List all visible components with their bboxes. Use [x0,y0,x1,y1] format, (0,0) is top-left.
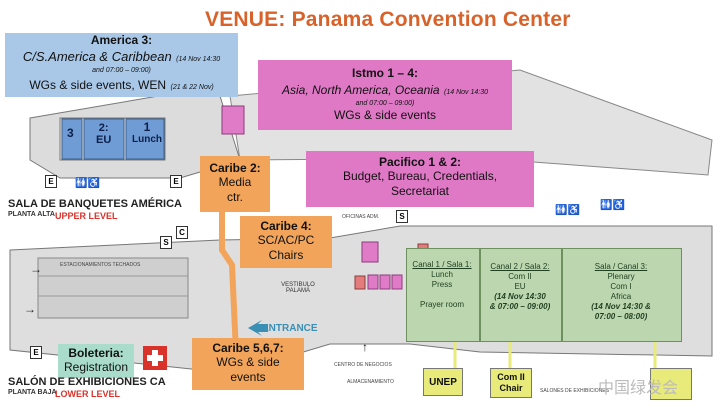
callout-america-3[interactable]: America 3: C/S.America & Caribbean (14 N… [5,33,238,97]
tag-com-ii-chair[interactable]: Com II Chair [490,368,532,398]
restroom-icon-2: 🚻♿ [555,205,580,216]
canal-1-label: Canal 1 / Sala 1: Lunch Press Prayer roo… [412,260,472,309]
tag-yellow-right[interactable] [650,368,692,400]
oficinas-label: OFICINAS ADM. [342,214,380,220]
salones-label: SALONES DE EXHIBICIONES [540,388,609,394]
elevator-marker-1: E [45,175,57,188]
elevator-marker-3: E [30,346,42,359]
callout-pacifico[interactable]: Pacifico 1 & 2: Budget, Bureau, Credenti… [306,151,534,207]
lower-level-label: LOWER LEVEL [55,389,120,399]
venue-title: VENUE: Panama Convention Center [205,8,571,31]
watermark: 中国绿发会 [598,380,679,397]
arrow-right-icon-2: → [30,262,42,276]
callout-caribe-2[interactable]: Caribe 2: Media ctr. [200,156,270,212]
room-2-label: 2:EU [96,122,112,146]
callout-caribe-4[interactable]: Caribe 4: SC/AC/PC Chairs [240,216,332,268]
canal-2-hall[interactable] [480,248,562,342]
almacenamiento-label: ALMACENAMIENTO [347,379,394,385]
callout-caribe-567[interactable]: Caribe 5,6,7: WGs & side events [192,338,304,390]
canal-3-hall[interactable] [562,248,682,342]
vestibulo-label: VESTIBULO PALAMÁ [281,282,315,294]
estacionamientos-label: ESTACIONAMIENTOS TECHADOS [60,262,141,268]
elevator-marker-2: E [170,175,182,188]
stairs-marker-2: S [160,236,172,249]
upper-level-name: SALA DE BANQUETES AMÉRICA [8,198,182,210]
upper-level-label: UPPER LEVEL [55,211,118,221]
restroom-icon-3: 🚻♿ [600,200,625,211]
lower-level-name: SALÓN DE EXHIBICIONES CA [8,376,166,388]
canal-2-label: Canal 2 / Sala 2: Com II EU (14 Nov 14:3… [489,262,551,311]
canal-1-hall[interactable] [406,248,480,342]
canal-3-label: Sala / Canal 3: Plenary Com I Africa (14… [591,262,651,321]
upper-level-sub: PLANTA ALTA [8,211,55,218]
stairs-marker-1: S [396,210,408,223]
lower-level-sub: PLANTA BAJA [8,389,57,396]
c-marker: C [176,226,188,239]
centro-negocios-label: CENTRO DE NEGOCIOS [334,362,392,368]
arrow-up-icon: ↑ [362,340,368,354]
callout-istmo[interactable]: Istmo 1 – 4: Asia, North America, Oceani… [258,60,512,130]
restroom-icon: 🚻♿ [75,178,100,189]
callout-boleteria[interactable]: Boleteria: Registration [58,344,134,378]
room-3-label: 3 [67,126,74,140]
tag-unep[interactable]: UNEP [423,368,463,396]
entrance-label: ENTRANCE [262,323,318,334]
arrow-right-icon: → [24,302,36,316]
